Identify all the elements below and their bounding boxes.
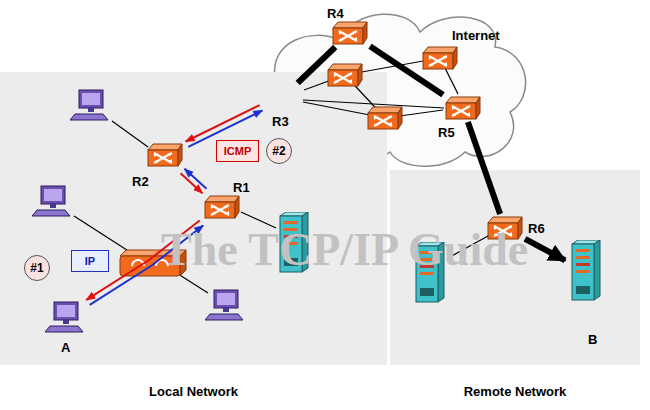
network-region: Remote Network R6B bbox=[390, 170, 640, 402]
node-label: R4 bbox=[327, 6, 344, 21]
label-holder: B bbox=[588, 330, 597, 348]
route-link bbox=[370, 46, 443, 94]
request-line bbox=[90, 226, 203, 305]
router-icon bbox=[331, 20, 369, 46]
node-label: B bbox=[588, 332, 597, 347]
server-icon bbox=[280, 212, 308, 272]
packet-path bbox=[86, 221, 203, 305]
route-line bbox=[525, 239, 565, 260]
packet-path bbox=[181, 169, 207, 193]
node-label: A bbox=[61, 340, 70, 355]
lan-wires bbox=[74, 121, 488, 293]
router-icon bbox=[423, 47, 457, 69]
label-holder: R5 bbox=[438, 123, 455, 141]
label-holder: The TCP/IP Guide bbox=[161, 224, 528, 276]
server-icon bbox=[416, 242, 444, 302]
host-computers bbox=[32, 90, 243, 320]
label-holder: Internet bbox=[452, 26, 500, 44]
route-line bbox=[370, 46, 443, 94]
router-icon bbox=[444, 95, 482, 121]
router: R1 bbox=[203, 194, 241, 220]
reply-line bbox=[186, 105, 260, 141]
computer-icon bbox=[45, 300, 85, 334]
node-label: R5 bbox=[438, 125, 455, 140]
router-icon bbox=[203, 194, 241, 220]
node-label: R6 bbox=[528, 221, 545, 236]
label-holder: R2 bbox=[132, 172, 149, 190]
region-ground bbox=[0, 72, 387, 365]
node-label: Internet bbox=[452, 28, 500, 43]
router: R5 bbox=[444, 95, 482, 121]
label-holder: Remote Network bbox=[390, 382, 640, 400]
reply-line bbox=[86, 221, 199, 300]
node-label: R1 bbox=[233, 180, 250, 195]
route-line bbox=[298, 47, 336, 83]
label-holder: R1 bbox=[233, 178, 250, 196]
route-line bbox=[468, 122, 500, 214]
label-holder: R4 bbox=[327, 4, 344, 22]
computer-icon bbox=[70, 90, 108, 120]
route-link bbox=[298, 47, 336, 83]
request-line bbox=[185, 169, 207, 189]
request-line bbox=[188, 111, 262, 147]
label-holder: R6 bbox=[528, 219, 545, 237]
router: R2 bbox=[146, 142, 184, 168]
cloud-routers bbox=[328, 47, 457, 129]
watermark: The TCP/IP Guide bbox=[161, 224, 528, 275]
node-label: R2 bbox=[132, 174, 149, 189]
message-box: ICMP bbox=[216, 140, 259, 162]
reply-line bbox=[181, 173, 203, 193]
server-icon bbox=[568, 240, 602, 302]
node-label: IP bbox=[85, 255, 95, 268]
label-holder: A bbox=[61, 338, 70, 356]
router-icon bbox=[146, 142, 184, 168]
label-holder: Local Network bbox=[0, 382, 387, 400]
packet-path bbox=[186, 105, 263, 147]
node-label: #1 bbox=[30, 261, 43, 275]
servers bbox=[280, 212, 444, 302]
cloud-links bbox=[303, 58, 458, 118]
router-icon bbox=[328, 64, 362, 86]
message-box: IP bbox=[71, 250, 109, 272]
ethernet-hub bbox=[120, 250, 186, 276]
node-label: ICMP bbox=[224, 145, 252, 158]
server: B bbox=[568, 240, 602, 302]
node-label: Local Network bbox=[149, 384, 238, 399]
callout-number: #1 bbox=[24, 255, 50, 281]
node-label: R3 bbox=[272, 114, 289, 129]
node-label: #2 bbox=[272, 144, 285, 158]
route-link bbox=[525, 239, 565, 260]
router: R4 bbox=[331, 20, 369, 46]
node-label: Remote Network bbox=[464, 384, 567, 399]
route-link bbox=[468, 122, 500, 214]
router-icon bbox=[368, 107, 402, 129]
computer-icon bbox=[205, 290, 243, 320]
callout-number: #2 bbox=[266, 138, 292, 164]
host-computer: A bbox=[45, 300, 85, 334]
computer-icon bbox=[32, 186, 70, 216]
label-holder: R3 bbox=[272, 112, 289, 130]
